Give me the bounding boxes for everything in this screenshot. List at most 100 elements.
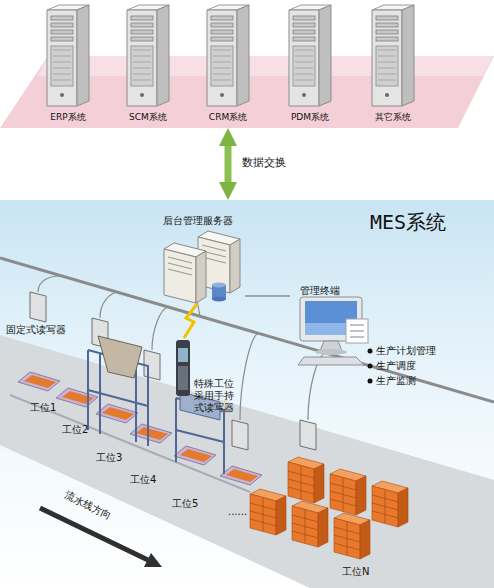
monitor-base [315, 349, 347, 355]
list-icon-lines [350, 325, 364, 337]
panel-title: MES系统 [370, 210, 488, 234]
drive-bay [376, 30, 398, 34]
vent-line [53, 68, 71, 69]
function-item: 生产调度 [376, 360, 488, 371]
vent-line [378, 62, 396, 63]
tower-side [319, 5, 331, 106]
front-panel [293, 46, 315, 86]
power-button [60, 93, 64, 97]
list-icon [346, 319, 368, 343]
reader-label: 特殊工位采用手持式读写器 [194, 378, 236, 414]
vent-line [295, 62, 313, 63]
station-label: 工位N [342, 566, 382, 578]
power-button [220, 93, 224, 97]
vent-line [133, 80, 151, 81]
drive-bay [51, 37, 73, 41]
bullet-dot [368, 349, 373, 354]
vent-line [295, 50, 313, 51]
tower-front [127, 10, 157, 106]
vent-line [133, 68, 151, 69]
tower-illustration [123, 2, 173, 108]
system-name: SCM系统 [118, 112, 178, 123]
vent-line [213, 62, 231, 63]
front-panel [376, 46, 398, 86]
drive-bay [131, 30, 153, 34]
server-tower: CRM系统 [198, 2, 258, 128]
vent-line [295, 68, 313, 69]
tower-side [157, 5, 169, 106]
drive-bay [211, 23, 233, 27]
vent-line [53, 80, 71, 81]
power-button [140, 93, 144, 97]
front-panel [131, 46, 153, 86]
vent-line [295, 56, 313, 57]
function-item: 生产计划管理 [376, 345, 488, 356]
edge-label: 数据交换 [242, 156, 286, 169]
vent-line [295, 80, 313, 81]
drive-bay [376, 37, 398, 41]
station-label: 工位5 [172, 498, 212, 510]
backend-server: 后台管理服务器 [150, 215, 245, 307]
server-tower: 其它系统 [363, 2, 423, 128]
mes-panel: MES系统后台管理服务器管理终端生产计划管理生产调度生产监测 [0, 200, 494, 588]
tower-front [207, 10, 237, 106]
tower-side [402, 5, 414, 106]
drive-bay [131, 16, 153, 20]
tower-illustration [285, 2, 335, 108]
drive-bay [376, 23, 398, 27]
server-side [230, 239, 240, 293]
drive-bay [293, 23, 315, 27]
power-button [302, 93, 306, 97]
server-tower: SCM系统 [118, 2, 178, 128]
server-slots [168, 257, 192, 275]
system-band-highlight [38, 56, 494, 76]
front-panel [51, 46, 73, 86]
station-label: 工位4 [130, 474, 170, 486]
vent-line [53, 56, 71, 57]
vent-line [378, 80, 396, 81]
drive-bay [211, 37, 233, 41]
drive-bay [131, 23, 153, 27]
drive-bay [293, 16, 315, 20]
server-side [196, 251, 206, 303]
server-tower: ERP系统 [38, 2, 98, 128]
vent-line [133, 50, 151, 51]
database-top [212, 283, 226, 288]
vent-line [213, 80, 231, 81]
server-tower: PDM系统 [280, 2, 340, 128]
drive-bay [211, 30, 233, 34]
reader-label: 固定式读写器 [6, 324, 86, 336]
vent-line [213, 74, 231, 75]
system-name: 其它系统 [363, 112, 423, 123]
vent-line [133, 62, 151, 63]
station-label: 工位2 [62, 424, 102, 436]
drive-bay [293, 30, 315, 34]
vent-line [295, 74, 313, 75]
tower-side [237, 5, 249, 106]
vent-line [53, 62, 71, 63]
server-illustration [150, 215, 245, 307]
vent-line [378, 74, 396, 75]
vent-line [378, 50, 396, 51]
vent-line [133, 74, 151, 75]
drive-bay [131, 37, 153, 41]
drive-bay [211, 16, 233, 20]
terminal-label: 管理终端 [300, 285, 380, 297]
tower-front [372, 10, 402, 106]
station-label: 工位3 [96, 452, 136, 464]
ellipsis-label: ...... [228, 506, 268, 518]
drive-bay [376, 16, 398, 20]
drive-bay [51, 16, 73, 20]
keyboard [298, 357, 364, 365]
tower-side [77, 5, 89, 106]
drive-bay [51, 30, 73, 34]
database-bottom [212, 297, 226, 302]
drive-bay [51, 23, 73, 27]
tower-front [47, 10, 77, 106]
vent-line [378, 56, 396, 57]
tower-illustration [43, 2, 93, 108]
front-panel [211, 46, 233, 86]
data-exchange-arrow [225, 140, 232, 188]
tower-illustration [203, 2, 253, 108]
bullet-dot [368, 364, 373, 369]
